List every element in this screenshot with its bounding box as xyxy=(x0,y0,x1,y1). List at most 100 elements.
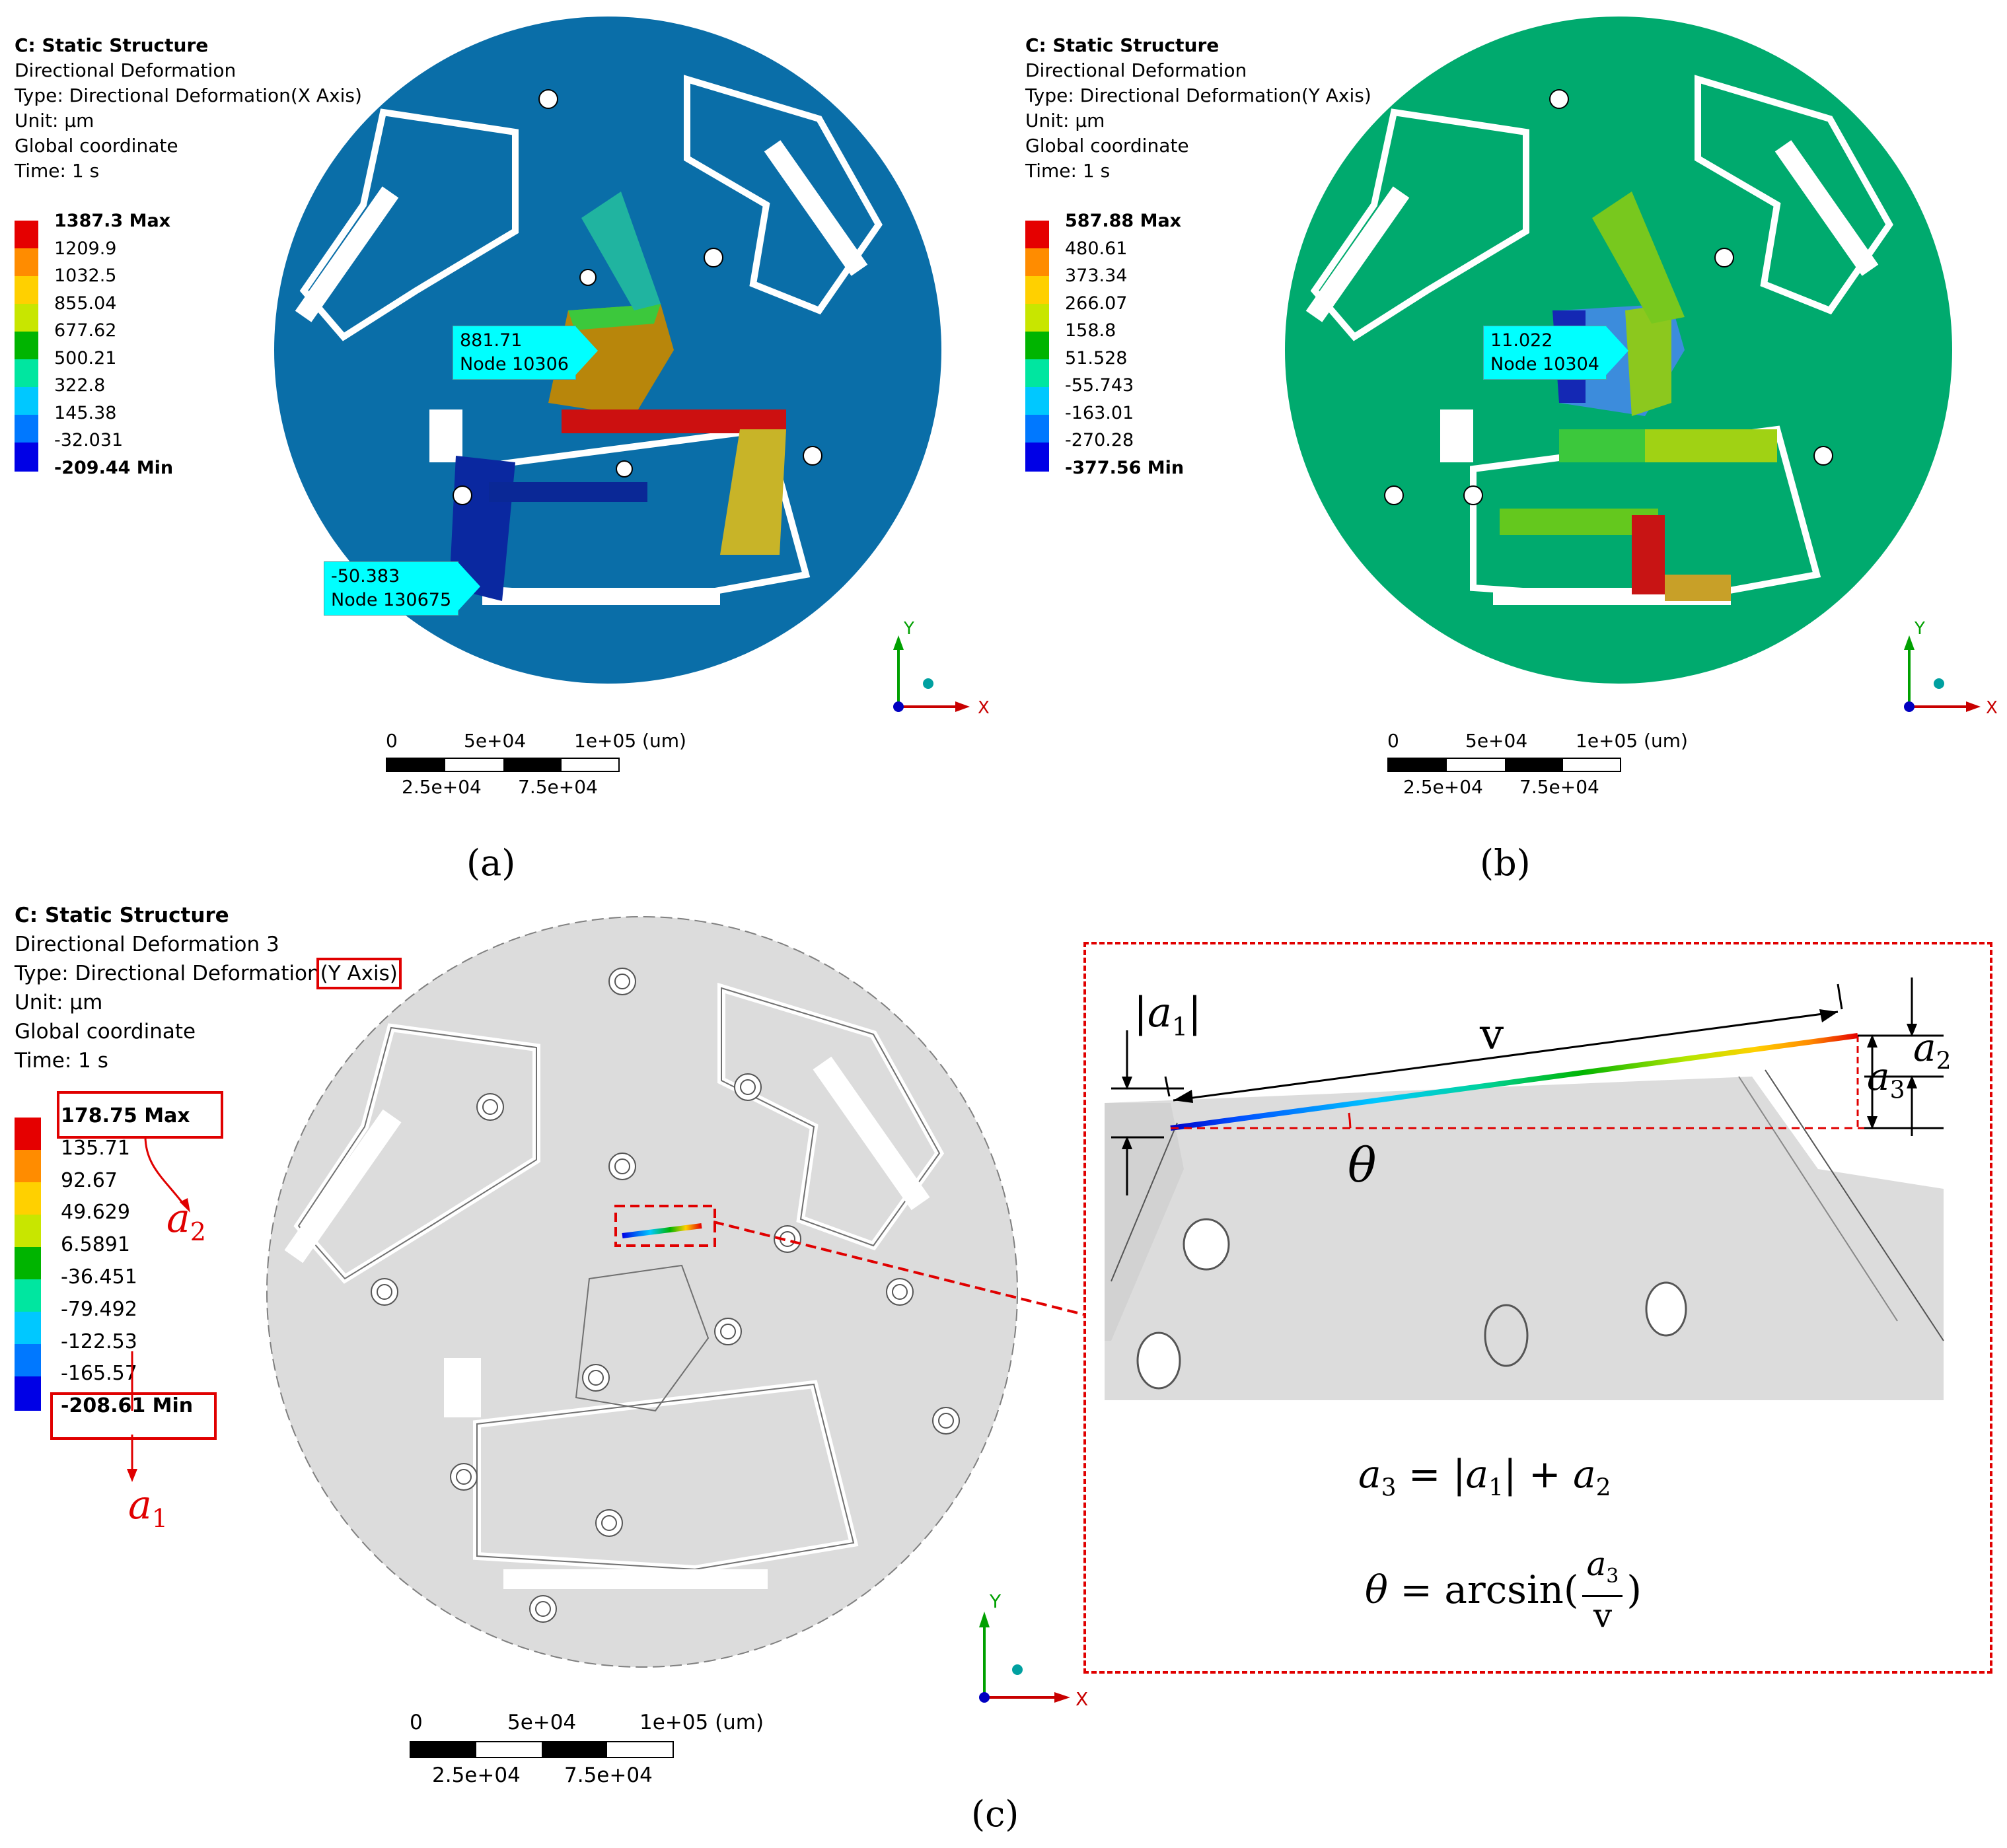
eq2-fraction: a3 v xyxy=(1582,1546,1623,1634)
legend-swatch xyxy=(1025,276,1049,304)
abs-a1-symbol: a xyxy=(1147,988,1172,1036)
legend-swatch xyxy=(15,359,38,387)
panel-b-label: (b) xyxy=(1480,842,1531,884)
legend-swatch xyxy=(15,1376,41,1411)
legend-value: -165.57 xyxy=(61,1362,137,1386)
info-type: Type: Directional Deformation(X Axis) xyxy=(15,85,362,106)
scale-2-5e4: 2.5e+04 xyxy=(432,1763,521,1787)
panel-c-model xyxy=(266,916,1018,1668)
legend-value: -36.451 xyxy=(61,1265,137,1289)
panel-c-info: C: Static Structure Directional Deformat… xyxy=(15,901,402,1075)
a3-subscript: 3 xyxy=(1889,1077,1905,1104)
flexure-slots xyxy=(284,1056,930,1589)
legend-value: 158.8 xyxy=(1065,320,1116,341)
probe-a-1: 881.71 Node 10306 xyxy=(453,326,598,380)
legend-b-colorbar xyxy=(1025,221,1049,472)
scale-5e4: 5e+04 xyxy=(507,1711,577,1734)
legend-b-values: 587.88 Max 480.61 373.34 266.07 158.8 51… xyxy=(1065,207,1184,481)
info-unit: Unit: µm xyxy=(15,110,94,131)
a2-subscript: 2 xyxy=(1936,1048,1952,1075)
a3-symbol: a xyxy=(1867,1054,1890,1099)
legend-value: 322.8 xyxy=(54,375,106,396)
axis-y-label: Y xyxy=(1914,621,1925,639)
legend-swatch xyxy=(15,332,38,359)
eq1-plus: + xyxy=(1516,1452,1574,1497)
detail-theta: θ xyxy=(1348,1137,1377,1193)
legend-value: -55.743 xyxy=(1065,375,1134,396)
info-unit: Unit: µm xyxy=(15,991,103,1014)
legend-swatch xyxy=(1025,332,1049,359)
legend-max: 1387.3 Max xyxy=(54,211,171,231)
eq1-equals: = xyxy=(1396,1452,1453,1497)
zoom-connector xyxy=(713,1221,1084,1316)
eq2-close: ) xyxy=(1626,1567,1642,1612)
probe-a-2: -50.383 Node 130675 xyxy=(324,561,481,616)
info-result: Directional Deformation 3 xyxy=(15,933,279,956)
legend-swatch xyxy=(15,1344,41,1376)
abs-a1-subscript: 1 xyxy=(1171,1012,1188,1042)
scale-bar-b: 0 5e+04 1e+05 (um) 2.5e+04 7.5e+04 xyxy=(1387,730,1688,802)
panel-a-info: C: Static Structure Directional Deformat… xyxy=(15,33,362,184)
legend-value: -32.031 xyxy=(54,430,124,450)
info-type: Type: Directional Deformation(Y Axis) xyxy=(1025,85,1371,106)
flexure-slots xyxy=(1305,140,1879,605)
legend-value: 135.71 xyxy=(61,1136,130,1160)
legend-swatch xyxy=(15,1247,41,1279)
info-time: Time: 1 s xyxy=(15,160,100,182)
legend-swatch xyxy=(1025,387,1049,415)
info-type: Type: Directional Deformation(Y Axis) xyxy=(15,958,402,989)
legend-value: 266.07 xyxy=(1065,293,1128,314)
panel-c-label: (c) xyxy=(971,1793,1019,1835)
scale-2-5e4: 2.5e+04 xyxy=(402,776,482,798)
detail-zoom-box xyxy=(1083,942,1992,1674)
eq2-numerator: a3 xyxy=(1582,1546,1623,1597)
legend-value: 373.34 xyxy=(1065,266,1128,286)
probe-value: 881.71 xyxy=(460,330,523,351)
annotation-arrows xyxy=(131,1135,190,1411)
mounting-holes xyxy=(1384,89,1833,505)
min-highlight-box xyxy=(50,1392,217,1440)
scale-0: 0 xyxy=(410,1711,423,1734)
legend-swatch xyxy=(15,1312,41,1344)
eq2-denominator: v xyxy=(1593,1596,1613,1635)
legend-value: 92.67 xyxy=(61,1168,118,1192)
info-unit: Unit: µm xyxy=(1025,110,1105,131)
eq2-lhs: θ xyxy=(1365,1567,1388,1612)
legend-min: -209.44 Min xyxy=(54,457,174,478)
scale-bar-a: 0 5e+04 1e+05 (um) 2.5e+04 7.5e+04 xyxy=(386,730,686,802)
scale-bar-c: 0 5e+04 1e+05 (um) 2.5e+04 7.5e+04 xyxy=(410,1711,764,1790)
probe-b-1: 11.022 Node 10304 xyxy=(1483,326,1628,380)
scale-7-5e4: 7.5e+04 xyxy=(1519,776,1599,798)
info-time: Time: 1 s xyxy=(15,1049,108,1073)
legend-value: -163.01 xyxy=(1065,402,1134,423)
probe-value: 11.022 xyxy=(1490,330,1553,351)
detail-v: v xyxy=(1480,1011,1504,1059)
mounting-holes xyxy=(453,89,822,505)
eq1-lhs: a xyxy=(1358,1452,1381,1497)
legend-swatch xyxy=(15,304,38,332)
axis-x-label: X xyxy=(1076,1688,1088,1710)
part-surface xyxy=(1105,1077,1944,1400)
part-left-bevel xyxy=(1105,1103,1184,1341)
legend-value: -270.28 xyxy=(1065,430,1134,450)
a2-subscript: 2 xyxy=(190,1217,206,1246)
label-a1: a1 xyxy=(128,1482,168,1533)
eq1-rhs-sub: 2 xyxy=(1595,1474,1611,1502)
legend-swatch xyxy=(1025,304,1049,332)
scale-0: 0 xyxy=(1387,730,1399,752)
legend-swatch xyxy=(15,1150,41,1182)
legend-swatch xyxy=(15,387,38,415)
info-result: Directional Deformation xyxy=(1025,59,1247,81)
legend-a-colorbar xyxy=(15,221,38,472)
legend-a-values: 1387.3 Max 1209.9 1032.5 855.04 677.62 5… xyxy=(54,207,173,481)
a1-subscript: 1 xyxy=(151,1504,168,1533)
eq2-num-symbol: a xyxy=(1586,1545,1607,1583)
legend-swatch xyxy=(15,1279,41,1312)
axis-triad-c: Y X xyxy=(979,1592,1088,1710)
info-title: C: Static Structure xyxy=(15,34,209,56)
scale-0: 0 xyxy=(386,730,398,752)
legend-min: -377.56 Min xyxy=(1065,457,1185,478)
detail-region-box xyxy=(614,1205,716,1247)
axis-x-label: X xyxy=(1986,698,1998,718)
legend-min: -208.61 Min xyxy=(61,1394,194,1418)
